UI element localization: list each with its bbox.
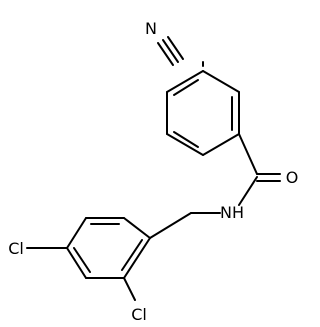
para-chlorine-label: Cl	[8, 239, 24, 258]
bottom-ring-bond-3	[66, 217, 87, 249]
chemical-structure: N O NH Cl Cl	[8, 19, 299, 324]
bottom-ring-double-bond-inner-2	[73, 247, 91, 273]
carbonyl-to-nh-bond	[238, 176, 258, 206]
top-ring-bond-1	[202, 70, 240, 93]
ortho-chlorine-label: Cl	[131, 305, 147, 324]
nitrile-triple-bond-2	[157, 42, 174, 66]
nitrile-triple-bond-3	[167, 36, 184, 60]
amide-nitrogen-label: NH	[220, 203, 244, 222]
bottom-ring-bond-4	[66, 247, 87, 279]
carbonyl-oxygen-label: O	[286, 168, 299, 187]
top-ring-bond-6	[166, 70, 204, 93]
bottom-ring-bond-6	[123, 237, 151, 279]
nitrile-triple-bond-1	[162, 39, 179, 63]
nitrile-nitrogen-label: N	[145, 19, 157, 38]
top-ring-bond-3	[202, 133, 240, 156]
ring-to-carbonyl-bond	[238, 133, 258, 175]
bottom-ring-bond-1	[123, 217, 151, 239]
top-ring-double-bond-inner-3	[173, 79, 199, 96]
top-ring-bond-4	[166, 133, 204, 156]
top-ring-double-bond-inner-2	[173, 131, 199, 148]
ortho-chlorine-bond	[123, 277, 136, 301]
bottom-ring-double-bond-inner-3	[121, 239, 143, 271]
ch2-to-ch2-bond	[149, 212, 192, 239]
